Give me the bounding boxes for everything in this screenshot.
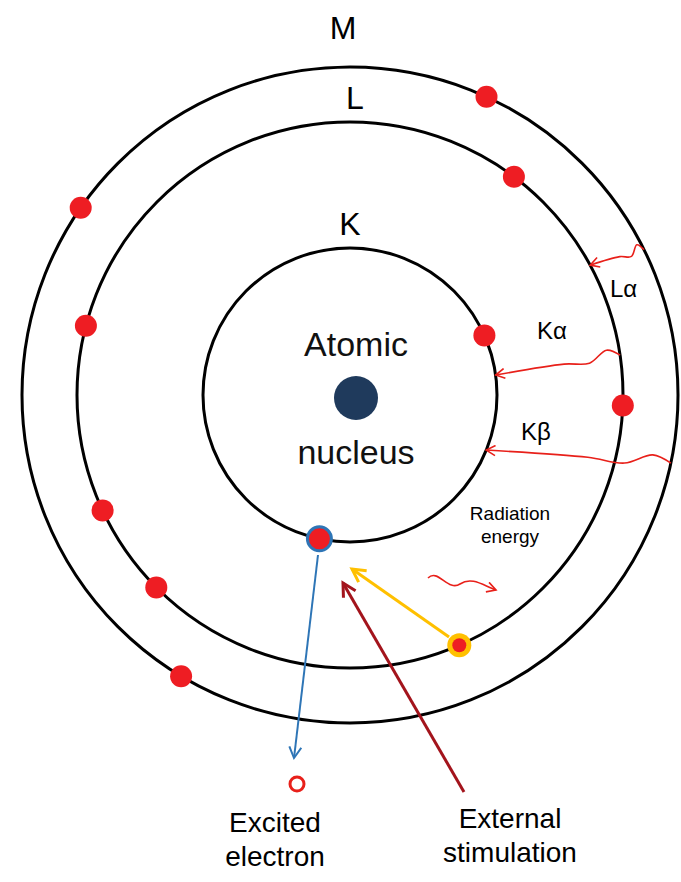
- shell-circle: [77, 122, 623, 668]
- label-holder: Lα: [610, 276, 637, 302]
- label-holder: Radiation energy: [462, 503, 558, 549]
- shell-circle: [203, 248, 497, 542]
- ejection-arrow: [294, 555, 318, 758]
- label-holder: Kα: [537, 318, 567, 344]
- shell-circle: [22, 67, 678, 723]
- shell-outline: [22, 67, 678, 723]
- shell-letter: M: [15, 12, 671, 44]
- transition-label: Kβ: [521, 419, 551, 445]
- electron: [473, 324, 495, 346]
- annotation-label: Radiation energy: [462, 503, 558, 549]
- annotation-label: External stimulation: [430, 802, 590, 869]
- label-holder: Kβ: [521, 419, 551, 445]
- shell-letter: K: [203, 208, 497, 240]
- transition-arrow: [486, 450, 671, 463]
- shell-letter: L: [82, 82, 628, 114]
- shell-outline: [77, 122, 623, 668]
- label-holder: External stimulation: [430, 802, 590, 869]
- electron: [170, 665, 192, 687]
- shell-outline: [203, 248, 497, 542]
- electron-shell: Atomic nucleusK: [203, 248, 497, 542]
- nucleus-symbol: [281, 290, 431, 506]
- transition-arrow: [590, 245, 644, 265]
- annotation-label: Excited electron: [210, 806, 340, 873]
- electron: [145, 576, 167, 598]
- electron-shell: Atomic nucleusKLM: [22, 67, 678, 723]
- transition-arrow: [352, 569, 449, 637]
- label-holder: Excited electron: [210, 806, 340, 873]
- vacancy-electron: [307, 527, 331, 551]
- electron: [70, 197, 92, 219]
- atomic-nucleus: Atomic nucleus: [281, 290, 431, 506]
- radiation-arrow: [428, 576, 496, 590]
- transition-label: Kα: [537, 318, 567, 344]
- moving-electron: [452, 638, 466, 652]
- transition-arrow: [496, 350, 620, 375]
- stimulation-arrow: [343, 583, 464, 792]
- electron: [92, 499, 114, 521]
- electron: [503, 166, 525, 188]
- electron: [612, 395, 634, 417]
- electron: [75, 315, 97, 337]
- electron-shell: Atomic nucleusKL: [77, 122, 623, 668]
- nucleus-label: Atomic nucleus: [281, 290, 431, 506]
- moving-electron-ring: [447, 633, 471, 657]
- electron: [476, 86, 498, 108]
- transition-label: Lα: [610, 276, 637, 302]
- nucleus-dot: [334, 376, 378, 420]
- excited-electron-symbol: [290, 777, 304, 791]
